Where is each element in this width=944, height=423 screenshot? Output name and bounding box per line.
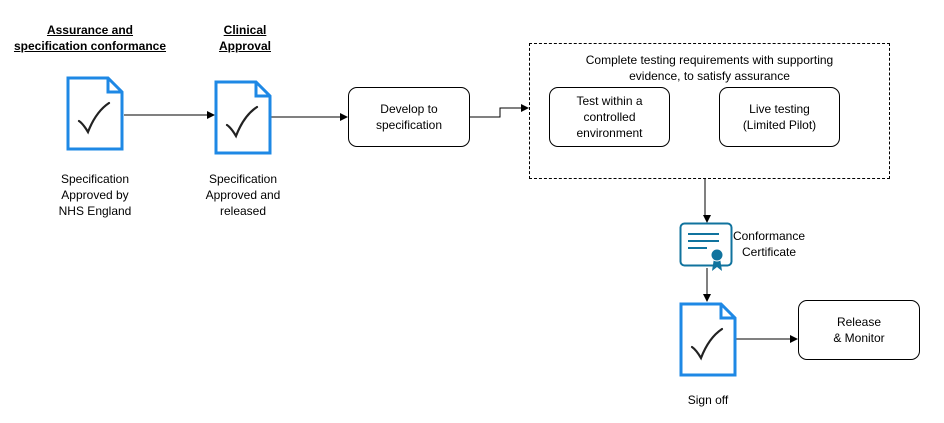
document-check-icon [214, 80, 272, 155]
document-check-icon [66, 76, 124, 151]
testing-requirements-group [529, 43, 890, 179]
develop-to-specification-box: Develop to specification [348, 87, 470, 147]
header-clinical-approval: Clinical Approval [218, 23, 271, 53]
document-check-icon [679, 302, 737, 377]
live-testing-box: Live testing (Limited Pilot) [719, 87, 840, 147]
header-assurance: Assurance and specification conformance [13, 23, 167, 53]
caption-conformance-certificate: Conformance Certificate [732, 229, 806, 259]
caption-sign-off: Sign off [687, 393, 729, 407]
release-and-monitor-box: Release & Monitor [798, 300, 920, 360]
caption-spec-approved: Specification Approved by NHS England [58, 172, 132, 218]
caption-spec-released: Specification Approved and released [205, 172, 281, 218]
arrow-develop-to-testing [470, 104, 529, 118]
certificate-icon [679, 222, 733, 271]
test-controlled-environment-box: Test within a controlled environment [549, 87, 670, 147]
arrow-testing-to-certificate [703, 179, 711, 223]
testing-requirements-title: Complete testing requirements with suppo… [585, 53, 834, 83]
